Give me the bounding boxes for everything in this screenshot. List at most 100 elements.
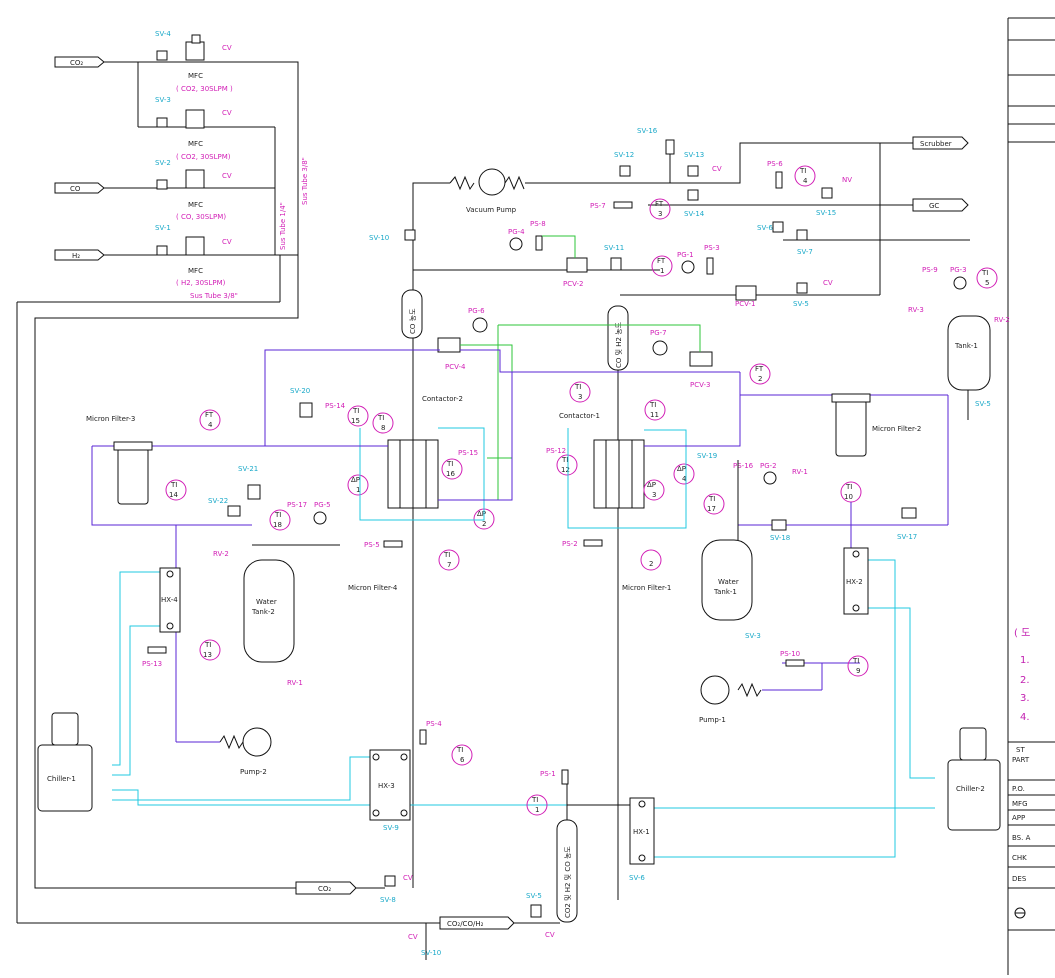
sv-20-label: SV-20 bbox=[290, 387, 310, 395]
rv-1-left-label: RV-1 bbox=[287, 679, 303, 687]
cv-gc-label: CV bbox=[823, 279, 833, 287]
mfc-1-body bbox=[185, 41, 205, 61]
sv-1-valve[interactable] bbox=[156, 245, 168, 256]
sv-12-valve[interactable] bbox=[619, 165, 631, 177]
ps-14-label: PS-14 bbox=[325, 402, 346, 410]
sv-11-valve[interactable] bbox=[610, 257, 622, 271]
sv-4-valve[interactable] bbox=[156, 50, 168, 61]
cv-bottom-label: CV bbox=[408, 933, 418, 941]
hx-2-label: HX-2 bbox=[846, 578, 863, 586]
title-row-5: APP bbox=[1012, 814, 1025, 822]
sv-21-valve[interactable] bbox=[247, 484, 261, 500]
dp-3-tag: ΔP bbox=[647, 481, 656, 489]
micron-filter-1-label: Micron Filter-1 bbox=[622, 584, 671, 592]
sv-22-valve[interactable] bbox=[227, 505, 241, 517]
sv-13-valve[interactable] bbox=[687, 165, 699, 177]
ti-7-number: 7 bbox=[447, 561, 451, 569]
co-analyzer-label: CO 농도 bbox=[409, 308, 417, 334]
vacuum-pump[interactable] bbox=[478, 168, 506, 196]
pump-2[interactable] bbox=[242, 727, 272, 757]
hx-1 bbox=[629, 797, 655, 865]
ti-17-tag: TI bbox=[708, 495, 715, 503]
ps-17-label: PS-17 bbox=[287, 501, 307, 509]
sv-20-valve[interactable] bbox=[299, 402, 313, 418]
nv-label: NV bbox=[842, 176, 852, 184]
hx-4-label: HX-4 bbox=[161, 596, 178, 604]
sv-8-left-valve[interactable] bbox=[384, 875, 396, 887]
sv-18-valve[interactable] bbox=[771, 519, 787, 531]
ti-13-tag: TI bbox=[204, 641, 211, 649]
dp-4-tag: ΔP bbox=[677, 465, 686, 473]
note-3: 3. bbox=[1020, 693, 1030, 704]
sv-3-valve[interactable] bbox=[156, 117, 168, 128]
cv-left-label: CV bbox=[403, 874, 413, 882]
pcv-1-valve[interactable] bbox=[735, 285, 757, 301]
pg-7-gauge bbox=[652, 340, 668, 356]
co-analyzer-port bbox=[401, 289, 423, 339]
mfc-4-body bbox=[185, 236, 205, 256]
sv-6-top-valve[interactable] bbox=[772, 221, 784, 233]
contactor-2-label: Contactor-2 bbox=[422, 395, 463, 403]
ti-3-instrument bbox=[569, 381, 591, 403]
pcv-2-valve[interactable] bbox=[566, 257, 588, 273]
ti-12-number: 12 bbox=[561, 466, 570, 474]
mfc-4-label: MFC bbox=[188, 267, 203, 275]
note-4: 4. bbox=[1020, 712, 1030, 723]
sv-8-left-label: SV-8 bbox=[380, 896, 396, 904]
sv-21-label: SV-21 bbox=[238, 465, 258, 473]
ti-3-number: 3 bbox=[578, 393, 582, 401]
ti-4-tag: TI bbox=[799, 167, 806, 175]
ps-5-label: PS-5 bbox=[364, 541, 380, 549]
pg-3-label: PG-3 bbox=[950, 266, 967, 274]
title-row-6: BS. A bbox=[1012, 834, 1031, 842]
pump-1[interactable] bbox=[700, 675, 730, 705]
ti-6-tag: TI bbox=[456, 746, 463, 754]
micron-filter-2-label: Micron Filter-2 bbox=[872, 425, 921, 433]
ti-11-tag: TI bbox=[649, 401, 656, 409]
cooling-lines bbox=[112, 559, 935, 858]
sv-15-valve[interactable] bbox=[821, 187, 833, 199]
hx-1-label: HX-1 bbox=[633, 828, 650, 836]
sv-16-valve[interactable] bbox=[665, 139, 675, 155]
ti-3-tag: TI bbox=[574, 383, 581, 391]
dp-4-number: 4 bbox=[682, 475, 687, 483]
ti-5-tag: TI bbox=[981, 269, 988, 277]
right-water-section: SV-19 SV-18 SV-17 PS-16 PG-2 RV-1 TI 17 … bbox=[526, 452, 1001, 939]
ti-14-tag: TI bbox=[170, 481, 177, 489]
sv-5-bottom-valve[interactable] bbox=[530, 904, 542, 918]
ft-3-number: 3 bbox=[658, 210, 662, 218]
pg-4-label: PG-4 bbox=[508, 228, 525, 236]
ps-12-label: PS-12 bbox=[546, 447, 566, 455]
co2-co-h2-analyzer-label: CO2 및 H2 및 CO 농도 bbox=[564, 846, 572, 918]
pcv-3-valve[interactable] bbox=[689, 351, 713, 367]
sv-5-top-label: SV-5 bbox=[793, 300, 809, 308]
sv-5-top-valve[interactable] bbox=[796, 282, 808, 294]
ti-17-instrument bbox=[703, 493, 725, 515]
ti-12-instrument bbox=[556, 454, 578, 476]
pcv-4-valve[interactable] bbox=[437, 337, 461, 353]
sv-10-top-valve[interactable] bbox=[404, 229, 416, 241]
title-row-2: PART bbox=[1012, 756, 1030, 764]
ti-10-number: 10 bbox=[844, 493, 853, 501]
ti-8-number: 8 bbox=[381, 424, 385, 432]
pg-6-label: PG-6 bbox=[468, 307, 485, 315]
sv-1-label: SV-1 bbox=[155, 224, 171, 232]
hx-3 bbox=[369, 749, 411, 821]
cv-bottom-right-label: CV bbox=[545, 931, 555, 939]
sv-2-valve[interactable] bbox=[156, 179, 168, 190]
sv-14-label: SV-14 bbox=[684, 210, 705, 218]
sv-7-valve[interactable] bbox=[796, 229, 808, 241]
ps-10-label: PS-10 bbox=[780, 650, 800, 658]
sv-10-bottom-label: SV-10 bbox=[421, 949, 441, 957]
sv-6-bottom-label: SV-6 bbox=[629, 874, 645, 882]
sus-tube-38-vertical-label: Sus Tube 3/8" bbox=[301, 157, 309, 205]
sv-17-valve[interactable] bbox=[901, 507, 917, 519]
ps-4-sensor bbox=[419, 729, 427, 745]
mfc-4-spec: ( H2, 30SLPM) bbox=[176, 279, 226, 287]
mfc-2-label: MFC bbox=[188, 140, 203, 148]
ti-9-instrument bbox=[847, 655, 869, 677]
sv-14-valve[interactable] bbox=[687, 189, 699, 201]
co2-inlet-label: CO₂ bbox=[70, 59, 83, 67]
ti-12-tag: TI bbox=[561, 456, 568, 464]
ti-9-number: 9 bbox=[856, 667, 860, 675]
